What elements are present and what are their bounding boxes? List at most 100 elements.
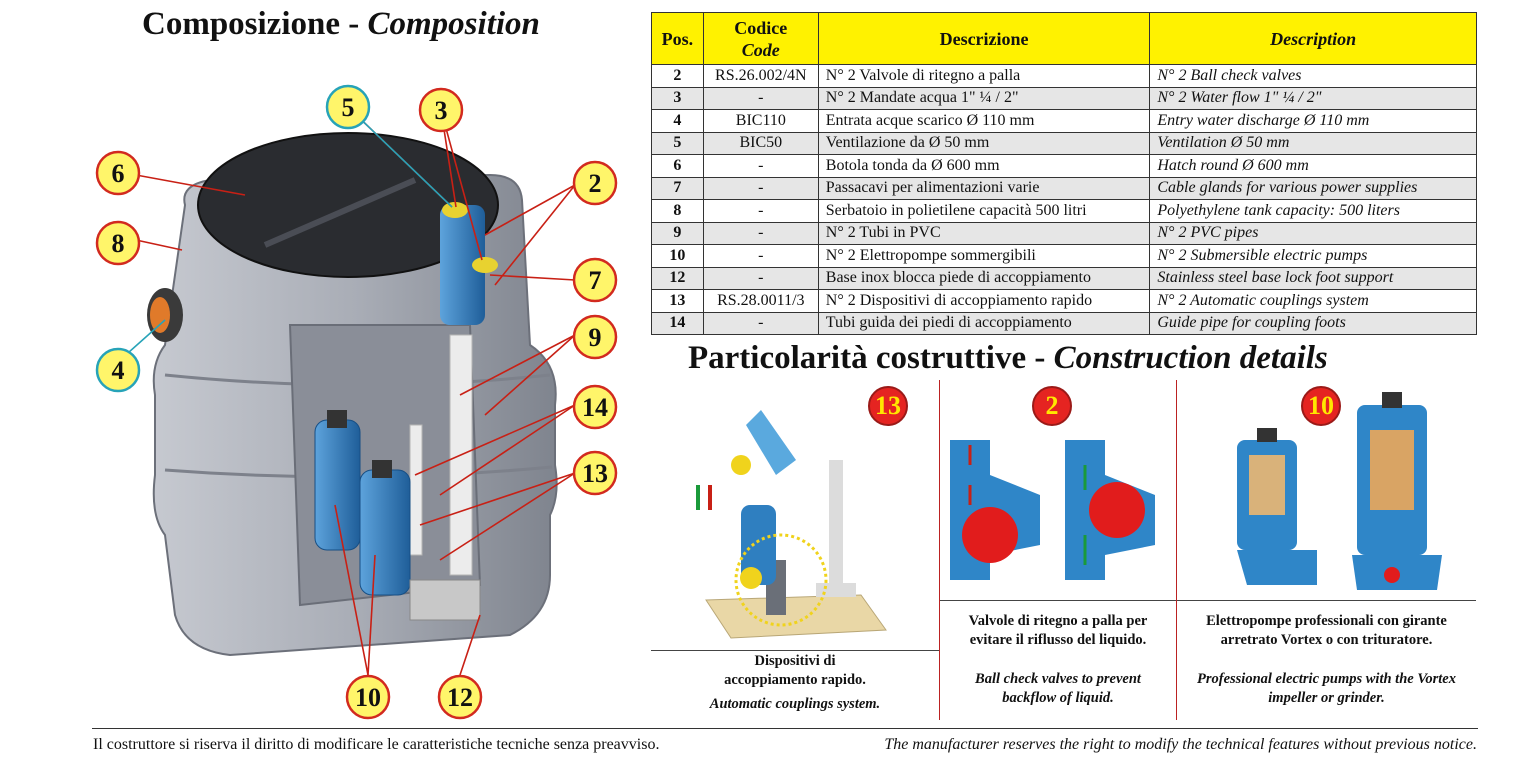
caption-line: evitare il riflusso del liquido. <box>969 632 1147 648</box>
cell-it: N° 2 Mandate acqua 1" ¼ / 2" <box>817 86 1151 110</box>
inlet-pipe <box>147 288 183 342</box>
caption-line: Elettropompe professionali con girante <box>1206 613 1447 629</box>
table-row: 3-N° 2 Mandate acqua 1" ¼ / 2"N° 2 Water… <box>651 86 1477 110</box>
cell-code: - <box>702 221 819 245</box>
caption-line: backflow of liquid. <box>1002 690 1114 706</box>
detail-panel-check-valves: 2 Valvole di ritegno a palla per evitare… <box>939 380 1176 720</box>
cell-en: N° 2 Ball check valves <box>1149 64 1477 88</box>
cell-code: - <box>702 176 819 200</box>
caption-line: arretrato Vortex o con trituratore. <box>1220 632 1433 648</box>
header-code-it: Codice <box>734 17 788 38</box>
callout-5-leader <box>347 106 453 208</box>
callout-12: 12 <box>437 674 483 720</box>
cell-it: Entrata acque scarico Ø 110 mm <box>817 109 1151 133</box>
cell-code: RS.28.0011/3 <box>702 289 819 313</box>
cell-it: N° 2 Valvole di ritegno a palla <box>817 64 1151 88</box>
callout-label: 3 <box>435 96 448 125</box>
detail-badge-13: 13 <box>868 386 908 426</box>
header-pos: Pos. <box>651 12 704 65</box>
callout-label: 2 <box>589 169 602 198</box>
caption-line: impeller or grinder. <box>1268 690 1385 706</box>
cell-pos: 2 <box>651 64 704 88</box>
cell-en: Hatch round Ø 600 mm <box>1149 154 1477 178</box>
cell-en: Polyethylene tank capacity: 500 liters <box>1149 199 1477 223</box>
cell-code: BIC110 <box>702 109 819 133</box>
cell-en: N° 2 Automatic couplings system <box>1149 289 1477 313</box>
callout-7: 7 <box>572 257 618 303</box>
detail-caption-it-2: Valvole di ritegno a palla per evitare i… <box>940 612 1176 650</box>
caption-line: Automatic couplings system. <box>709 696 881 712</box>
cell-pos: 13 <box>651 289 704 313</box>
composition-title-en: Composition <box>367 6 540 42</box>
header-code-en: Code <box>741 39 780 60</box>
detail-badge-10: 10 <box>1301 386 1341 426</box>
cell-en: Guide pipe for coupling foots <box>1149 311 1477 335</box>
callout-label: 12 <box>447 683 473 712</box>
callout-label: 10 <box>355 683 381 712</box>
callout-10: 10 <box>345 674 391 720</box>
callout-5: 5 <box>325 84 371 130</box>
caption-line: accoppiamento rapido. <box>724 672 866 688</box>
caption-line: Dispositivi di <box>754 653 836 669</box>
outlet-valves <box>440 202 498 325</box>
details-title-it: Particolarità costruttive <box>688 340 1027 376</box>
detail-caption-it-10: Elettropompe professionali con girante a… <box>1177 612 1476 650</box>
footer-note-en: The manufacturer reserves the right to m… <box>884 736 1477 753</box>
callout-label: 5 <box>342 93 355 122</box>
detail-panel-couplings: 13 Dispositivi di accoppiamento rapido. … <box>651 380 939 720</box>
table-row: 14-Tubi guida dei piedi di accoppiamento… <box>651 311 1477 335</box>
cell-it: Ventilazione da Ø 50 mm <box>817 131 1151 155</box>
callout-9: 9 <box>572 314 618 360</box>
detail-caption-en-2: Ball check valves to prevent backflow of… <box>940 670 1176 708</box>
detail-panel-pumps: 10 Elettropompe professionali con girant… <box>1176 380 1476 720</box>
check-valve-illustration <box>950 440 1155 580</box>
details-title-separator: - <box>1026 340 1054 376</box>
cell-code: - <box>702 154 819 178</box>
steel-base <box>409 579 481 621</box>
callout-14: 14 <box>572 384 618 430</box>
callout-13: 13 <box>572 450 618 496</box>
caption-line: Ball check valves to prevent <box>975 671 1141 687</box>
caption-line: Professional electric pumps with the Vor… <box>1197 671 1456 687</box>
cell-code: - <box>702 266 819 290</box>
cell-code: - <box>702 311 819 335</box>
coupling-illustration <box>696 410 887 639</box>
details-title: Particolarità costruttive - Construction… <box>688 340 1328 377</box>
header-description-it: Descrizione <box>817 12 1151 65</box>
callout-label: 6 <box>112 159 125 188</box>
submersible-pumps <box>314 410 411 596</box>
cell-pos: 5 <box>651 131 704 155</box>
table-row: 8-Serbatoio in polietilene capacità 500 … <box>651 199 1477 223</box>
callout-8: 8 <box>95 220 141 266</box>
composition-title: Composizione - Composition <box>142 6 540 43</box>
table-row: 12-Base inox blocca piede di accoppiamen… <box>651 266 1477 290</box>
hatch-handle <box>263 177 417 248</box>
cell-pos: 7 <box>651 176 704 200</box>
composition-title-it: Composizione <box>142 6 340 42</box>
footer-divider <box>92 728 1478 729</box>
cell-pos: 14 <box>651 311 704 335</box>
cell-it: N° 2 Elettropompe sommergibili <box>817 244 1151 268</box>
cell-it: Tubi guida dei piedi di accoppiamento <box>817 311 1151 335</box>
cell-pos: 3 <box>651 86 704 110</box>
cell-code: - <box>702 244 819 268</box>
callout-label: 14 <box>582 393 608 422</box>
cell-it: Base inox blocca piede di accoppiamento <box>817 266 1151 290</box>
callout-label: 7 <box>589 266 602 295</box>
detail-caption-it-13: Dispositivi di accoppiamento rapido. <box>651 652 939 690</box>
cell-code: BIC50 <box>702 131 819 155</box>
cell-pos: 6 <box>651 154 704 178</box>
cell-code: RS.26.002/4N <box>702 64 819 88</box>
details-title-en: Construction details <box>1053 340 1328 376</box>
